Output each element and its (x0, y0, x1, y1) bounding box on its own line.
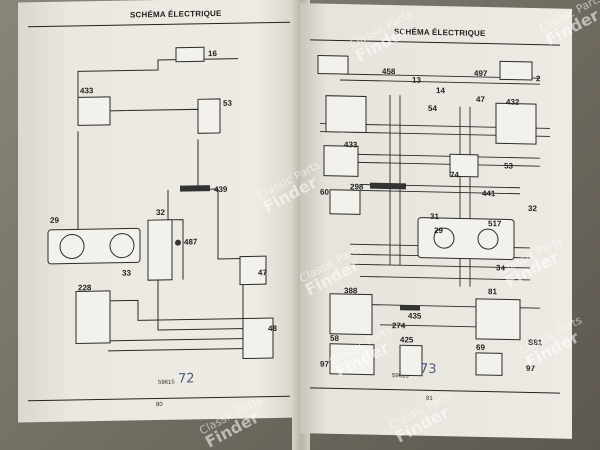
label-228: 228 (78, 283, 92, 293)
label-441: 441 (482, 188, 496, 199)
label-48: 48 (268, 323, 277, 334)
label-60: 60 (320, 187, 329, 197)
right-wiring-diagram (317, 55, 550, 377)
label-69: 69 (476, 342, 485, 353)
label-497: 497 (474, 68, 488, 79)
label-74: 74 (450, 170, 459, 180)
label-433-right: 433 (344, 140, 358, 150)
label-32: 32 (156, 207, 165, 218)
label-432: 432 (506, 97, 520, 107)
right-page: SCHÉMA ÉLECTRIQUE 81 59615 73 (300, 3, 572, 439)
label-14: 14 (436, 86, 445, 96)
label-517: 517 (488, 219, 502, 229)
label-53: 53 (223, 98, 232, 108)
label-13: 13 (412, 75, 421, 85)
label-274: 274 (392, 321, 406, 331)
label-425: 425 (400, 335, 414, 345)
label-439: 439 (214, 184, 228, 195)
label-435: 435 (408, 311, 422, 321)
label-388: 388 (344, 286, 358, 296)
label-33: 33 (122, 268, 131, 278)
label-47-right: 47 (476, 94, 485, 105)
label-29-right: 29 (434, 225, 443, 236)
label-2: 2 (536, 74, 541, 84)
label-97-left: 97 (320, 359, 329, 369)
label-32-right: 32 (528, 203, 537, 214)
label-29: 29 (50, 215, 59, 225)
label-16: 16 (208, 48, 217, 59)
left-page: SCHÉMA ÉLECTRIQUE 80 59615 72 (18, 0, 300, 423)
label-31: 31 (430, 211, 439, 222)
label-458: 458 (382, 66, 396, 77)
label-487: 487 (184, 237, 198, 247)
label-53-right: 53 (504, 161, 513, 171)
label-58: 58 (330, 333, 339, 343)
label-81: 81 (488, 287, 497, 297)
label-54: 54 (428, 103, 437, 114)
label-47: 47 (258, 268, 267, 278)
left-wiring-diagram (47, 46, 274, 360)
label-433: 433 (80, 86, 94, 96)
label-298: 298 (350, 182, 364, 192)
